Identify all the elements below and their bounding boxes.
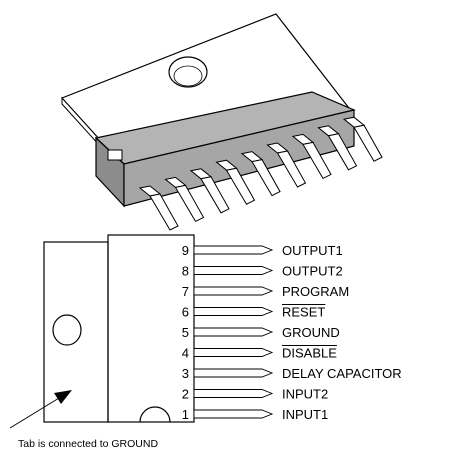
pin-row: 1 INPUT1 — [182, 407, 328, 422]
pin-label: OUTPUT2 — [282, 264, 343, 279]
tab-note: Tab is connected to GROUND — [18, 438, 158, 450]
pin-lead-arrow-icon — [193, 389, 274, 398]
pin-label: INPUT1 — [282, 407, 328, 422]
pin-row: 8 OUTPUT2 — [182, 264, 343, 279]
pin-label: INPUT2 — [282, 387, 328, 402]
pin-row: 5 GROUND — [182, 325, 340, 340]
tab-pointer-arrowhead-icon — [54, 390, 72, 404]
pin-label: OUTPUT1 — [282, 243, 343, 258]
lead — [138, 185, 179, 231]
lead — [291, 133, 332, 180]
pin-label: DISABLE — [282, 346, 337, 361]
tab-pointer-line — [9, 394, 65, 429]
pin-row: 4 DISABLE — [182, 345, 337, 361]
pin-lead-arrow-icon — [193, 409, 274, 419]
pin-lead-arrow-icon — [193, 245, 274, 255]
pin-number: 6 — [182, 305, 189, 320]
pin-label: DELAY CAPACITOR — [282, 366, 402, 381]
lead — [342, 116, 383, 162]
pin-lead-arrow-icon — [193, 327, 274, 337]
pin-lead-arrow-icon — [193, 307, 274, 316]
lead — [215, 159, 256, 205]
lead — [317, 125, 358, 171]
package-notch — [107, 149, 123, 161]
pin-label: PROGRAM — [282, 284, 349, 299]
pinout-outline: Tab is connected to GROUND — [9, 234, 195, 450]
pin-lead-arrow-icon — [193, 286, 274, 296]
pin-number: 5 — [182, 325, 189, 340]
tab-hole-icon — [52, 314, 82, 346]
lead — [164, 176, 205, 223]
pin-row: 6 RESET — [182, 304, 325, 320]
pin-row: 9 OUTPUT1 — [182, 243, 343, 258]
pin-number: 7 — [182, 284, 189, 299]
pin-number: 8 — [182, 264, 189, 279]
pin-label: GROUND — [282, 325, 340, 340]
pin-list: 9 OUTPUT1 8 OUTPUT2 7 PROGRAM 6 RESET 5 GROUND 4 DI… — [182, 243, 402, 422]
body-notch-icon — [139, 406, 171, 423]
mounting-hole-icon — [168, 56, 208, 88]
pin-lead-arrow-icon — [193, 368, 274, 378]
lead — [240, 151, 281, 197]
pin-label: RESET — [282, 305, 325, 320]
lead — [266, 142, 307, 188]
pin-number: 4 — [182, 346, 189, 361]
package-leads — [138, 116, 383, 231]
pin-lead-arrow-icon — [193, 348, 274, 357]
pin-lead-arrow-icon — [193, 266, 274, 275]
pin-number: 9 — [182, 243, 189, 258]
lead — [189, 168, 230, 214]
pin-row: 3 DELAY CAPACITOR — [182, 366, 402, 381]
pin-number: 3 — [182, 366, 189, 381]
package-3d-illustration — [60, 13, 383, 231]
pin-row: 7 PROGRAM — [182, 284, 349, 299]
pin-row: 2 INPUT2 — [182, 387, 328, 402]
pin-number: 1 — [182, 407, 189, 422]
pin-number: 2 — [182, 387, 189, 402]
